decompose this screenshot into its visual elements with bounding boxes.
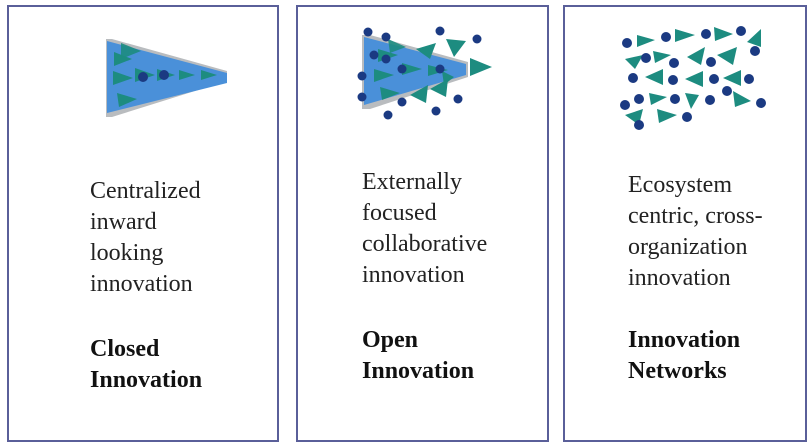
title-line: Innovation (628, 327, 741, 353)
innovation-networks-description: Ecosystem centric, cross- organization i… (628, 170, 763, 294)
description-line: inward (90, 209, 157, 235)
innovation-networks-panel: Ecosystem centric, cross- organization i… (563, 5, 807, 442)
description-line: centric, cross- (628, 203, 763, 229)
network-scatter-icon (620, 26, 766, 130)
title-line: Closed (90, 336, 160, 362)
closed-innovation-title: Closed Innovation (90, 334, 202, 396)
description-line: innovation (362, 262, 465, 288)
title-line: Innovation (90, 367, 203, 393)
description-line: Externally (362, 169, 462, 195)
description-line: organization (628, 234, 748, 260)
description-line: innovation (90, 271, 193, 297)
description-line: Ecosystem (628, 172, 732, 198)
open-innovation-panel: Externally focused collaborative innovat… (296, 5, 549, 442)
title-line: Innovation (362, 358, 475, 384)
innovation-networks-title: Innovation Networks (628, 325, 740, 387)
closed-innovation-panel: Centralized inward looking innovation Cl… (7, 5, 279, 442)
description-line: looking (90, 240, 164, 266)
open-innovation-title: Open Innovation (362, 325, 474, 387)
title-line: Open (362, 327, 419, 353)
open-innovation-description: Externally focused collaborative innovat… (362, 167, 487, 291)
description-line: collaborative (362, 231, 488, 257)
closed-innovation-description: Centralized inward looking innovation (90, 176, 201, 300)
converging-funnel-icon (106, 39, 227, 117)
description-line: innovation (628, 265, 731, 291)
title-line: Networks (628, 358, 727, 384)
description-line: focused (362, 200, 437, 226)
description-line: Centralized (90, 178, 201, 204)
open-funnel-icon (357, 26, 492, 120)
